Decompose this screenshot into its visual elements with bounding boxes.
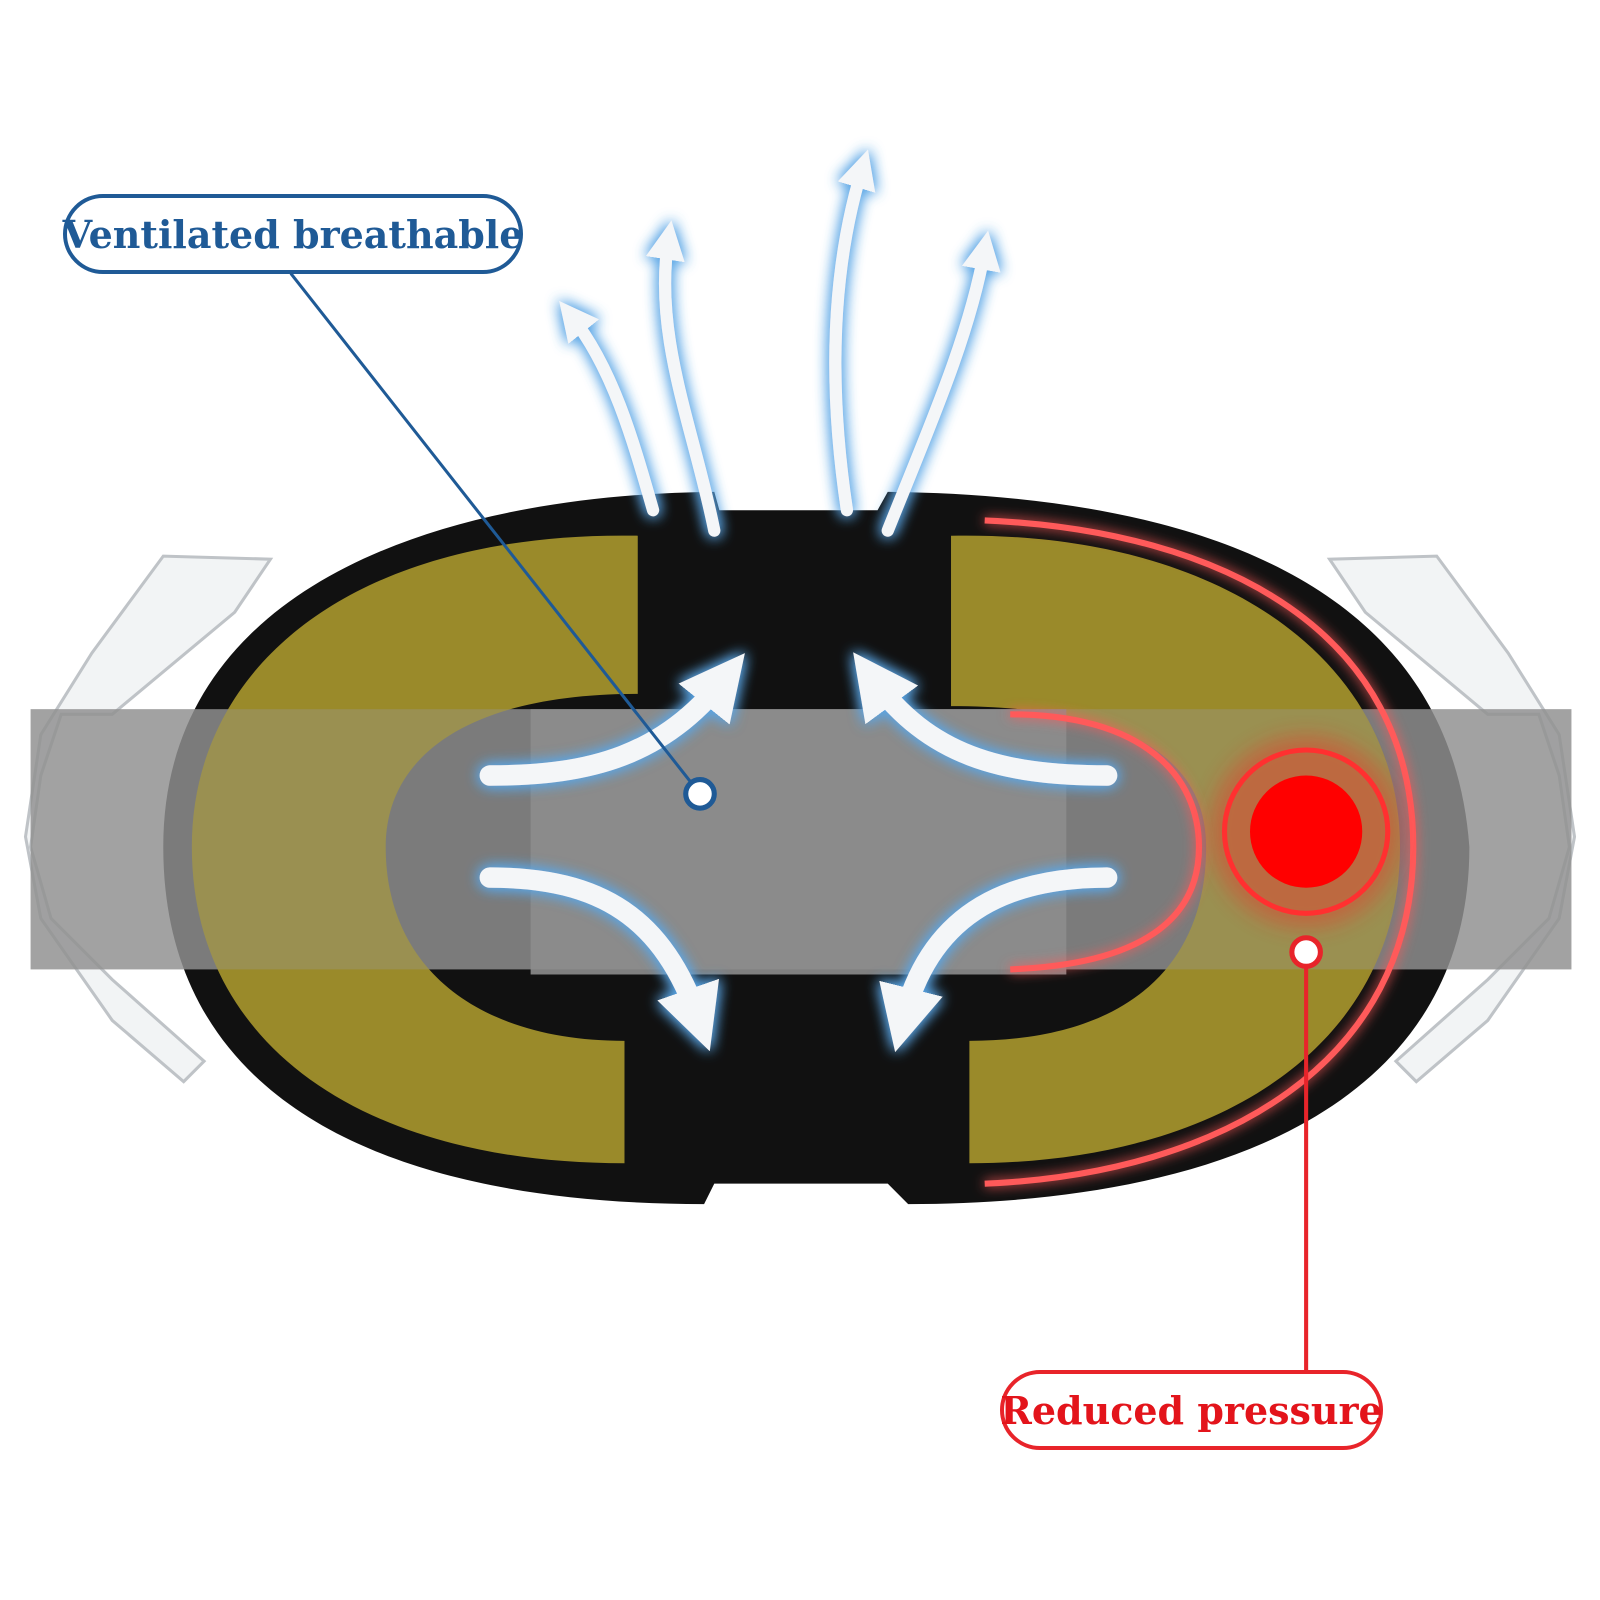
ventilated-leader-line bbox=[289, 272, 702, 795]
airflow-internal-arrows bbox=[479, 652, 1118, 1053]
airflow-up-arrows bbox=[559, 149, 1001, 537]
pressure-dot bbox=[1250, 775, 1363, 888]
pressure-lines bbox=[984, 517, 1417, 1187]
strap-center-mesh bbox=[530, 709, 1067, 975]
pressure-marker bbox=[1289, 935, 1323, 969]
ventilated-breathable-label: Ventilated breathable bbox=[63, 194, 523, 274]
ventilated-marker bbox=[683, 777, 717, 811]
pressure-ring bbox=[1221, 747, 1391, 916]
reduced-pressure-label: Reduced pressure bbox=[1000, 1370, 1383, 1450]
left-pad bbox=[191, 535, 638, 1164]
right-pad bbox=[951, 535, 1400, 1164]
